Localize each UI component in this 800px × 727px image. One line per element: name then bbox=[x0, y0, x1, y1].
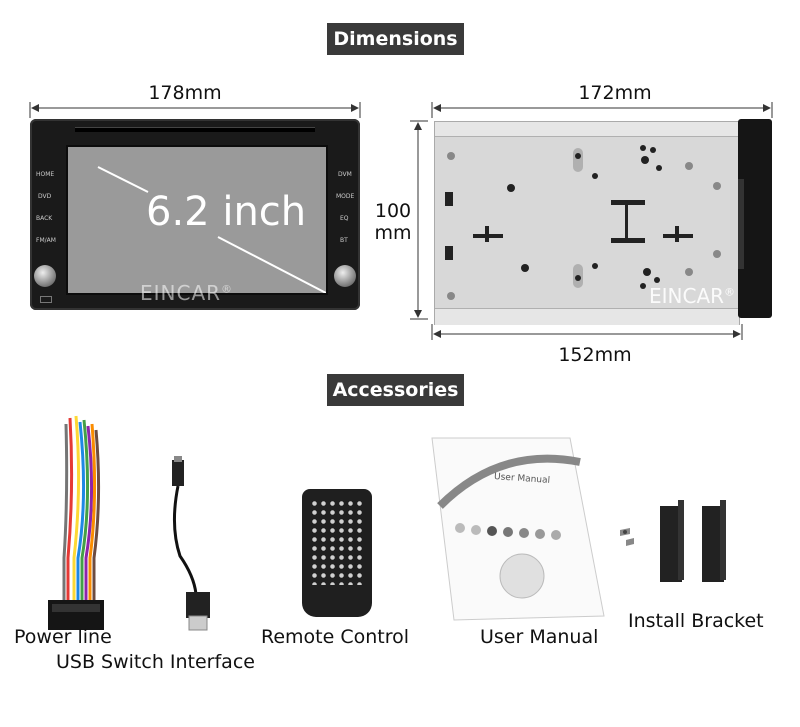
dimensions-title: Dimensions bbox=[327, 23, 464, 55]
brand-watermark-front: EINCAR® bbox=[140, 281, 234, 305]
chassis-top-rail bbox=[435, 122, 739, 137]
caption-install-bracket: Install Bracket bbox=[628, 610, 764, 632]
screen-size-text: 6.2 inch bbox=[146, 189, 307, 235]
chassis-side: EINCAR® bbox=[434, 121, 740, 325]
caption-usb-switch-interface: USB Switch Interface bbox=[56, 651, 255, 673]
button-eq: EQ bbox=[340, 215, 349, 222]
caption-remote-control: Remote Control bbox=[261, 626, 410, 648]
brand-watermark-side: EINCAR® bbox=[649, 284, 736, 308]
faceplate-slot bbox=[738, 179, 744, 269]
chassis-bottom-rail bbox=[435, 308, 739, 325]
side-width-arrow bbox=[431, 102, 773, 118]
button-home: HOME bbox=[36, 171, 55, 178]
head-unit-front: 6.2 inch HOME DVD BACK FM/AM DVM MODE EQ… bbox=[30, 119, 360, 310]
screen-reflection bbox=[97, 166, 326, 293]
user-manual-image bbox=[431, 437, 605, 621]
screen: 6.2 inch bbox=[66, 145, 328, 295]
usb-cable-image bbox=[172, 456, 210, 631]
install-bracket-image bbox=[620, 500, 726, 582]
height-label: 100 mm bbox=[368, 200, 418, 244]
button-dvm: DVM bbox=[338, 171, 352, 178]
disc-slot bbox=[75, 127, 315, 132]
button-back: BACK bbox=[36, 215, 53, 222]
button-fmam: FM/AM bbox=[36, 237, 56, 244]
power-line-image bbox=[48, 415, 104, 630]
button-bt: BT bbox=[340, 237, 348, 244]
volume-knob-left bbox=[34, 265, 56, 287]
side-width-label: 172mm bbox=[578, 82, 652, 104]
caption-power-line: Power line bbox=[14, 626, 112, 648]
height-unit: mm bbox=[374, 222, 412, 244]
remote-button-grid bbox=[310, 499, 364, 585]
accessories-title: Accessories bbox=[327, 374, 464, 406]
front-width-arrow bbox=[29, 102, 361, 118]
front-width-label: 178mm bbox=[148, 82, 222, 104]
volume-knob-right bbox=[334, 265, 356, 287]
remote-control-image bbox=[302, 489, 372, 617]
button-mode: MODE bbox=[336, 193, 355, 200]
depth-arrow bbox=[431, 324, 743, 340]
depth-label: 152mm bbox=[558, 344, 632, 366]
faceplate-edge bbox=[738, 119, 772, 318]
caption-user-manual: User Manual bbox=[480, 626, 599, 648]
height-arrow bbox=[410, 120, 428, 320]
height-value: 100 bbox=[374, 200, 412, 222]
chassis-holes bbox=[445, 145, 721, 300]
button-dvd: DVD bbox=[38, 193, 52, 200]
usb-port bbox=[40, 296, 52, 303]
